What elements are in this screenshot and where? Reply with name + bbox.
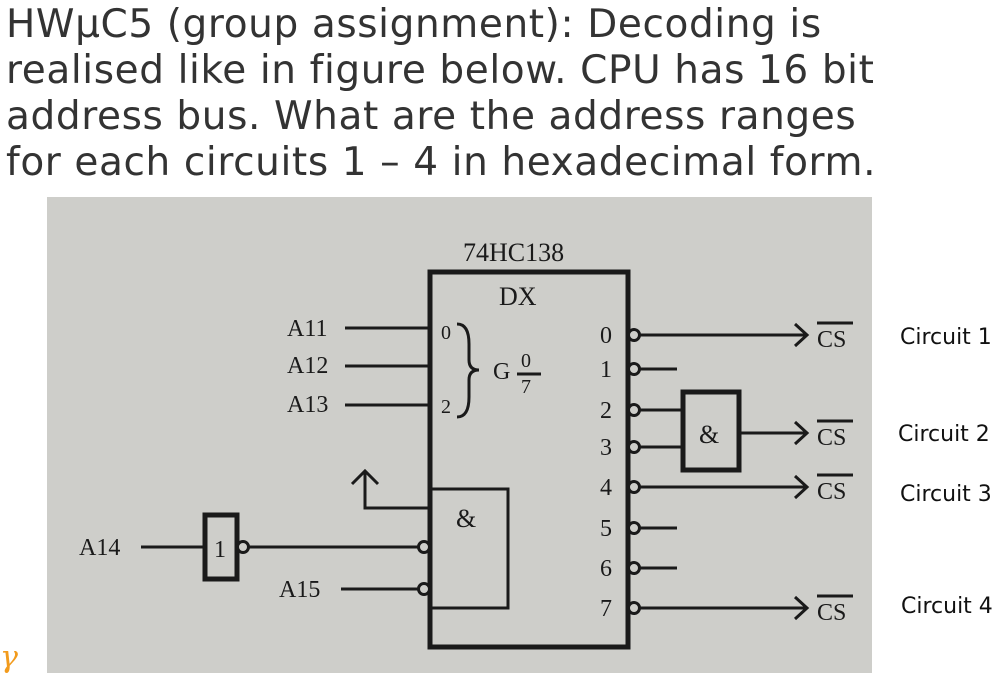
output-bubble-0 bbox=[627, 328, 641, 342]
output-bubble-3 bbox=[627, 440, 641, 454]
output-bubble-1 bbox=[627, 362, 641, 376]
enable-bubble-a14 bbox=[417, 540, 431, 554]
and-gate-symbol: & bbox=[699, 420, 719, 449]
output-bubble-7 bbox=[627, 601, 641, 615]
a14-label: A14 bbox=[79, 535, 120, 561]
input-index-top: 0 bbox=[441, 322, 451, 344]
a15-label: A15 bbox=[279, 577, 320, 603]
output-number-2: 2 bbox=[600, 398, 612, 424]
output-number-5: 5 bbox=[600, 516, 612, 542]
inverter-symbol: 1 bbox=[214, 537, 226, 563]
and-gate bbox=[680, 389, 742, 473]
arrow-icon-1 bbox=[793, 322, 810, 348]
select-range-bottom: 7 bbox=[521, 376, 531, 398]
select-label: G bbox=[493, 359, 510, 385]
output-number-0: 0 bbox=[600, 323, 612, 349]
arrow-icon-3 bbox=[793, 474, 810, 500]
enable-bubble-a15 bbox=[417, 582, 431, 596]
output-number-4: 4 bbox=[600, 475, 612, 501]
inverter-bubble bbox=[236, 540, 250, 554]
cs-label-1: CS bbox=[817, 327, 846, 353]
chip-name: 74HC138 bbox=[463, 238, 564, 267]
chip-function-label: DX bbox=[499, 282, 537, 311]
enable-gate-symbol: & bbox=[456, 504, 476, 533]
decoder-schematic: 74HC138 DX & 0 2 G 0 7 A11 A12 A13 A14 1… bbox=[79, 238, 853, 650]
circuit-label-4: Circuit 4 bbox=[901, 594, 993, 619]
output-bubble-2 bbox=[627, 403, 641, 417]
select-brace bbox=[456, 322, 480, 419]
enable-arrow-icon bbox=[350, 468, 430, 510]
cs-label-3: CS bbox=[817, 479, 846, 505]
output-bubble-5 bbox=[627, 521, 641, 535]
question-text: HWμC5 (group assignment): Decoding is re… bbox=[6, 2, 877, 185]
cs-label-2: CS bbox=[817, 425, 846, 451]
slide-logo-mark: γ bbox=[0, 640, 18, 675]
arrow-icon-4 bbox=[793, 595, 810, 621]
arrow-icon-2 bbox=[793, 420, 810, 446]
output-number-3: 3 bbox=[600, 435, 612, 461]
output-bubble-4 bbox=[627, 480, 641, 494]
decoder-chip-body bbox=[427, 269, 631, 650]
input-label-a13: A13 bbox=[287, 392, 328, 418]
output-bubble-6 bbox=[627, 561, 641, 575]
cs-label-4: CS bbox=[817, 600, 846, 626]
select-range-top: 0 bbox=[521, 350, 531, 372]
output-number-6: 6 bbox=[600, 556, 612, 582]
output-pins: 0 1 2 3 4 5 6 7 bbox=[600, 323, 807, 622]
circuit-label-1: Circuit 1 bbox=[900, 325, 992, 350]
output-number-7: 7 bbox=[600, 596, 612, 622]
circuit-label-2: Circuit 2 bbox=[898, 422, 990, 447]
input-index-bottom: 2 bbox=[441, 396, 451, 418]
decoder-schematic-photo: 74HC138 DX & 0 2 G 0 7 A11 A12 A13 A14 1… bbox=[47, 197, 872, 673]
input-label-a11: A11 bbox=[287, 316, 327, 342]
output-number-1: 1 bbox=[600, 357, 612, 383]
input-label-a12: A12 bbox=[287, 353, 328, 379]
circuit-label-3: Circuit 3 bbox=[900, 482, 992, 507]
